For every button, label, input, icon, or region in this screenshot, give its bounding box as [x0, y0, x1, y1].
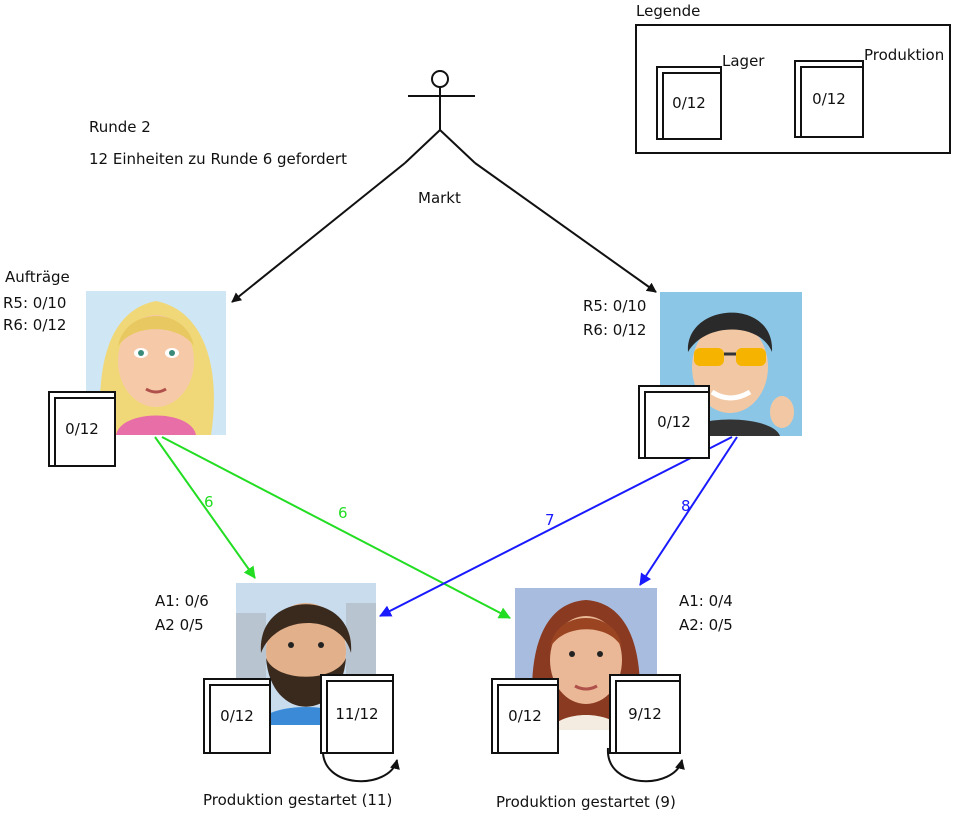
arrow-market-to-left-retailer — [231, 162, 406, 303]
arrow-left-retailer-to-left-producer — [154, 436, 256, 579]
round-label: Runde 2 — [89, 118, 151, 136]
right-producer-stock-value: 0/12 — [508, 707, 542, 725]
legend-lager-value: 0/12 — [672, 94, 706, 112]
legend-produktion-value: 0/12 — [812, 90, 846, 108]
right-producer-stock: 0/12 — [491, 678, 559, 754]
left-producer-a2: A2 0/5 — [155, 616, 204, 634]
right-retailer-stock-value: 0/12 — [657, 413, 691, 431]
flow-label-blue-1: 7 — [545, 511, 555, 529]
legend-title: Legende — [636, 2, 701, 20]
right-producer-production: 9/12 — [609, 674, 681, 754]
left-retailer-stock-value: 0/12 — [65, 420, 99, 438]
legend-lager-box: 0/12 — [656, 66, 722, 140]
right-retailer-avatar — [660, 292, 802, 436]
left-producer-production-value: 11/12 — [335, 705, 379, 723]
market-label: Markt — [418, 189, 461, 207]
right-producer-a2: A2: 0/5 — [679, 616, 733, 634]
arrow-right-retailer-to-left-producer — [379, 436, 733, 617]
arrow-right-retailer-to-right-producer — [639, 436, 738, 586]
left-producer-stock: 0/12 — [203, 678, 271, 754]
right-producer-production-value: 9/12 — [628, 705, 662, 723]
left-producer-status: Produktion gestartet (11) — [203, 791, 393, 809]
left-producer-a1: A1: 0/6 — [155, 592, 209, 610]
legend-box — [635, 24, 951, 154]
right-retailer-r5: R5: 0/10 — [583, 297, 647, 315]
flow-label-green-2: 6 — [338, 504, 348, 522]
right-retailer-r6: R6: 0/12 — [583, 321, 647, 339]
arrow-left-retailer-to-right-producer — [161, 436, 511, 619]
legend-produktion-label: Produktion — [864, 46, 945, 64]
market-actor-icon — [404, 70, 476, 164]
left-producer-stock-value: 0/12 — [220, 707, 254, 725]
left-retailer-stock: 0/12 — [48, 391, 116, 467]
flow-label-blue-2: 8 — [681, 497, 691, 515]
left-retailer-r5: R5: 0/10 — [3, 294, 67, 312]
legend-produktion-box: 0/12 — [794, 60, 864, 138]
production-loop-left — [321, 747, 400, 783]
right-producer-a1: A1: 0/4 — [679, 592, 733, 610]
orders-title: Aufträge — [5, 268, 70, 286]
production-loop-right — [606, 747, 685, 783]
right-producer-status: Produktion gestartet (9) — [496, 793, 676, 811]
left-retailer-r6: R6: 0/12 — [3, 316, 67, 334]
flow-label-green-1: 6 — [204, 493, 214, 511]
round-demand: 12 Einheiten zu Runde 6 gefordert — [89, 150, 347, 168]
legend-lager-label: Lager — [722, 52, 765, 70]
left-producer-production: 11/12 — [320, 674, 394, 754]
right-retailer-stock: 0/12 — [638, 385, 710, 459]
left-retailer-avatar — [86, 291, 226, 435]
arrow-market-to-right-retailer — [474, 162, 657, 293]
